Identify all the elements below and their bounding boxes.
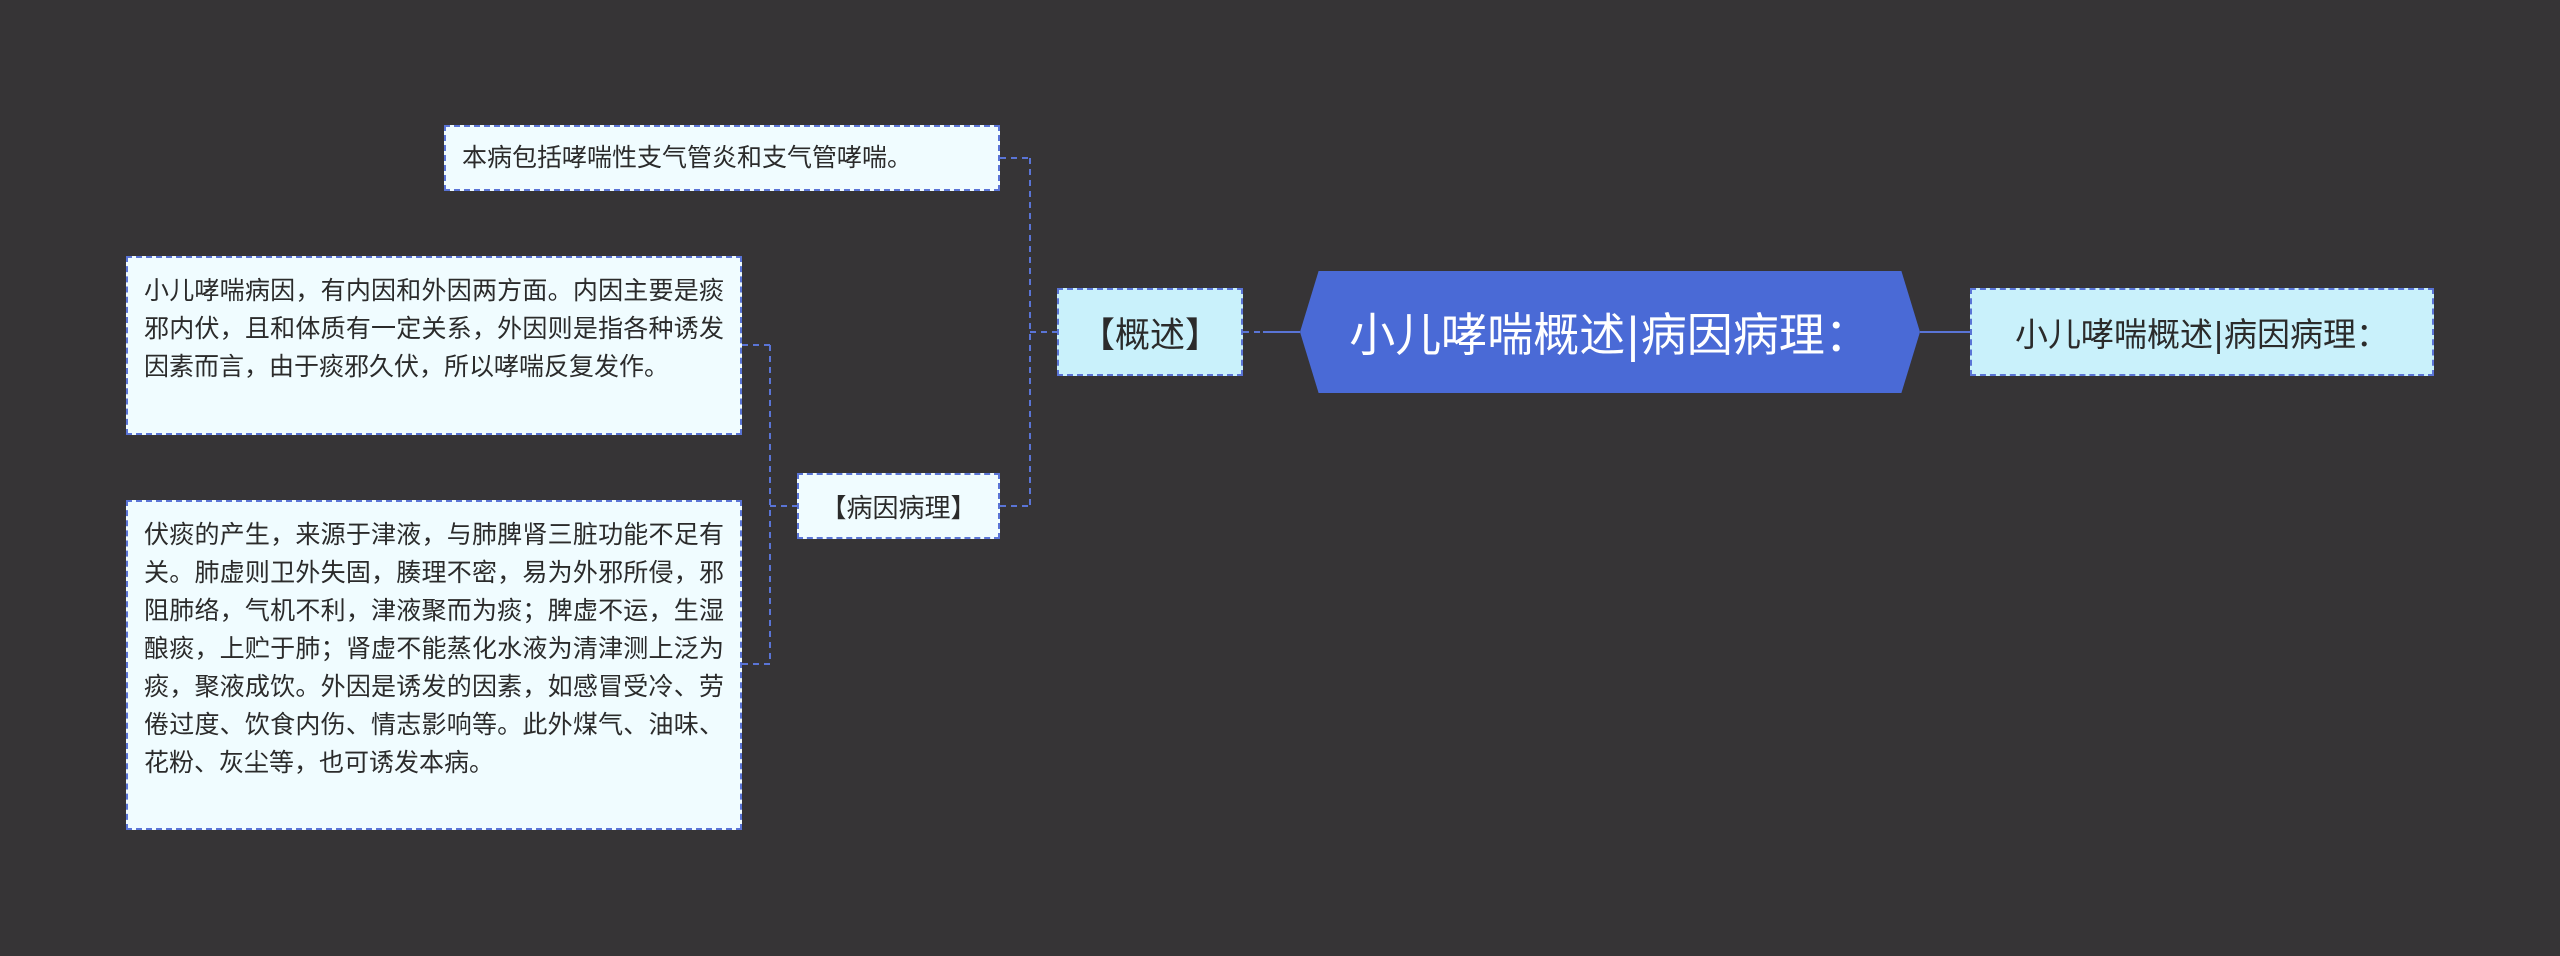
- leaf-overview-summary: 本病包括哮喘性支气管炎和支气管哮喘。: [444, 125, 1000, 191]
- leaf-etiology-detail-text: 伏痰的产生，来源于津液，与肺脾肾三脏功能不足有关。肺虚则卫外失固，腠理不密，易为…: [144, 520, 724, 777]
- leaf-overview-summary-text: 本病包括哮喘性支气管炎和支气管哮喘。: [462, 143, 913, 172]
- branch-label-overview: 【概述】: [1079, 315, 1220, 356]
- right-topic-node[interactable]: 小儿哮喘概述|病因病理：: [1970, 288, 2434, 376]
- leaf-etiology-detail: 伏痰的产生，来源于津液，与肺脾肾三脏功能不足有关。肺虚则卫外失固，腠理不密，易为…: [126, 500, 742, 830]
- root-topic[interactable]: 小儿哮喘概述|病因病理：: [1300, 271, 1920, 393]
- right-topic-label: 小儿哮喘概述|病因病理：: [2014, 315, 2390, 354]
- branch-node-etiology[interactable]: 【病因病理】: [797, 473, 1000, 539]
- leaf-etiology-overview-text: 小儿哮喘病因，有内因和外因两方面。内因主要是痰邪内伏，且和体质有一定关系，外因则…: [144, 276, 724, 381]
- branch-node-overview[interactable]: 【概述】: [1057, 288, 1243, 376]
- leaf-etiology-overview: 小儿哮喘病因，有内因和外因两方面。内因主要是痰邪内伏，且和体质有一定关系，外因则…: [126, 256, 742, 435]
- root-topic-label: 小儿哮喘概述|病因病理：: [1349, 308, 1871, 362]
- branch-label-etiology: 【病因病理】: [820, 493, 977, 524]
